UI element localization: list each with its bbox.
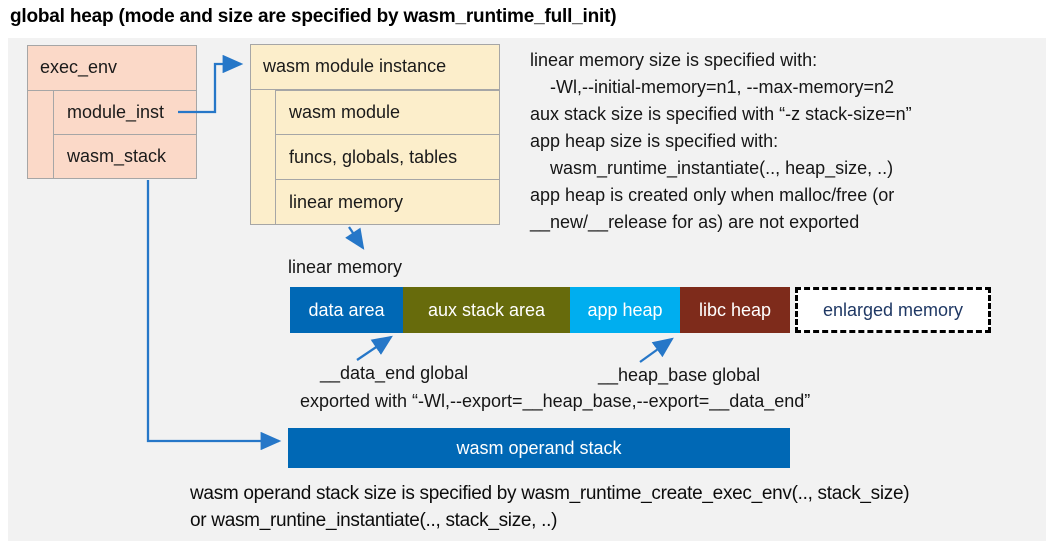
data-end-global-label: __data_end global xyxy=(320,363,469,383)
app-heap-label: app heap xyxy=(587,299,663,320)
segment-libc-heap: libc heap xyxy=(680,287,790,333)
field-funcs-globals-tables: funcs, globals, tables xyxy=(275,134,500,180)
wasm-module-label: wasm module xyxy=(289,102,401,122)
libc-heap-label: libc heap xyxy=(698,299,772,320)
segment-aux-stack-area: aux stack area xyxy=(403,287,570,333)
note-line-4: app heap size is specified with: xyxy=(530,131,779,151)
operand-stack-notes: wasm operand stack size is specified by … xyxy=(190,480,910,534)
aux-stack-area-label: aux stack area xyxy=(427,299,546,320)
operand-stack-note-line-2: or wasm_runtine_instantiate(.., stack_si… xyxy=(190,510,558,531)
note-line-1: linear memory size is specified with: xyxy=(530,50,818,70)
linear-memory-row-label: linear memory xyxy=(289,191,404,212)
note-line-7: __new/__release for as) are not exported xyxy=(530,212,860,232)
page-title: global heap (mode and size are specified… xyxy=(10,6,617,27)
segment-enlarged-memory: enlarged memory xyxy=(795,287,991,333)
field-linear-memory: linear memory xyxy=(275,179,500,225)
heap-base-global-label: __heap_base global xyxy=(598,365,761,385)
export-note: exported with “-Wl,--export=__heap_base,… xyxy=(300,391,811,411)
wasm-stack-label: wasm_stack xyxy=(67,146,167,166)
wasm-operand-stack-bar: wasm operand stack xyxy=(288,428,790,468)
segment-data-area: data area xyxy=(290,287,403,333)
exec-env-title-cell: exec_env xyxy=(27,45,197,91)
exec-env-field-module-inst: module_inst xyxy=(53,90,197,135)
segment-app-heap: app heap xyxy=(570,287,680,333)
linear-memory-bar-label: linear memory xyxy=(288,257,403,277)
module-instance-title: wasm module instance xyxy=(263,56,447,76)
data-area-label: data area xyxy=(308,299,385,320)
wasm-operand-stack-label: wasm operand stack xyxy=(456,437,622,458)
enlarged-memory-label: enlarged memory xyxy=(822,299,964,320)
exec-env-field-wasm-stack: wasm_stack xyxy=(53,134,197,179)
note-line-3: aux stack size is specified with “-z sta… xyxy=(530,104,912,124)
module-instance-title-cell: wasm module instance xyxy=(250,44,500,90)
field-wasm-module: wasm module xyxy=(275,90,500,135)
note-line-5: wasm_runtime_instantiate(.., heap_size, … xyxy=(550,158,894,178)
note-line-6: app heap is created only when malloc/fre… xyxy=(530,185,895,205)
operand-stack-note-line-1: wasm operand stack size is specified by … xyxy=(190,483,910,504)
module-inst-label: module_inst xyxy=(67,102,165,122)
exec-env-title: exec_env xyxy=(40,57,118,77)
funcs-globals-tables-label: funcs, globals, tables xyxy=(289,146,458,167)
note-line-2: -Wl,--initial-memory=n1, --max-memory=n2 xyxy=(550,77,895,97)
size-notes: linear memory size is specified with: -W… xyxy=(530,47,912,236)
